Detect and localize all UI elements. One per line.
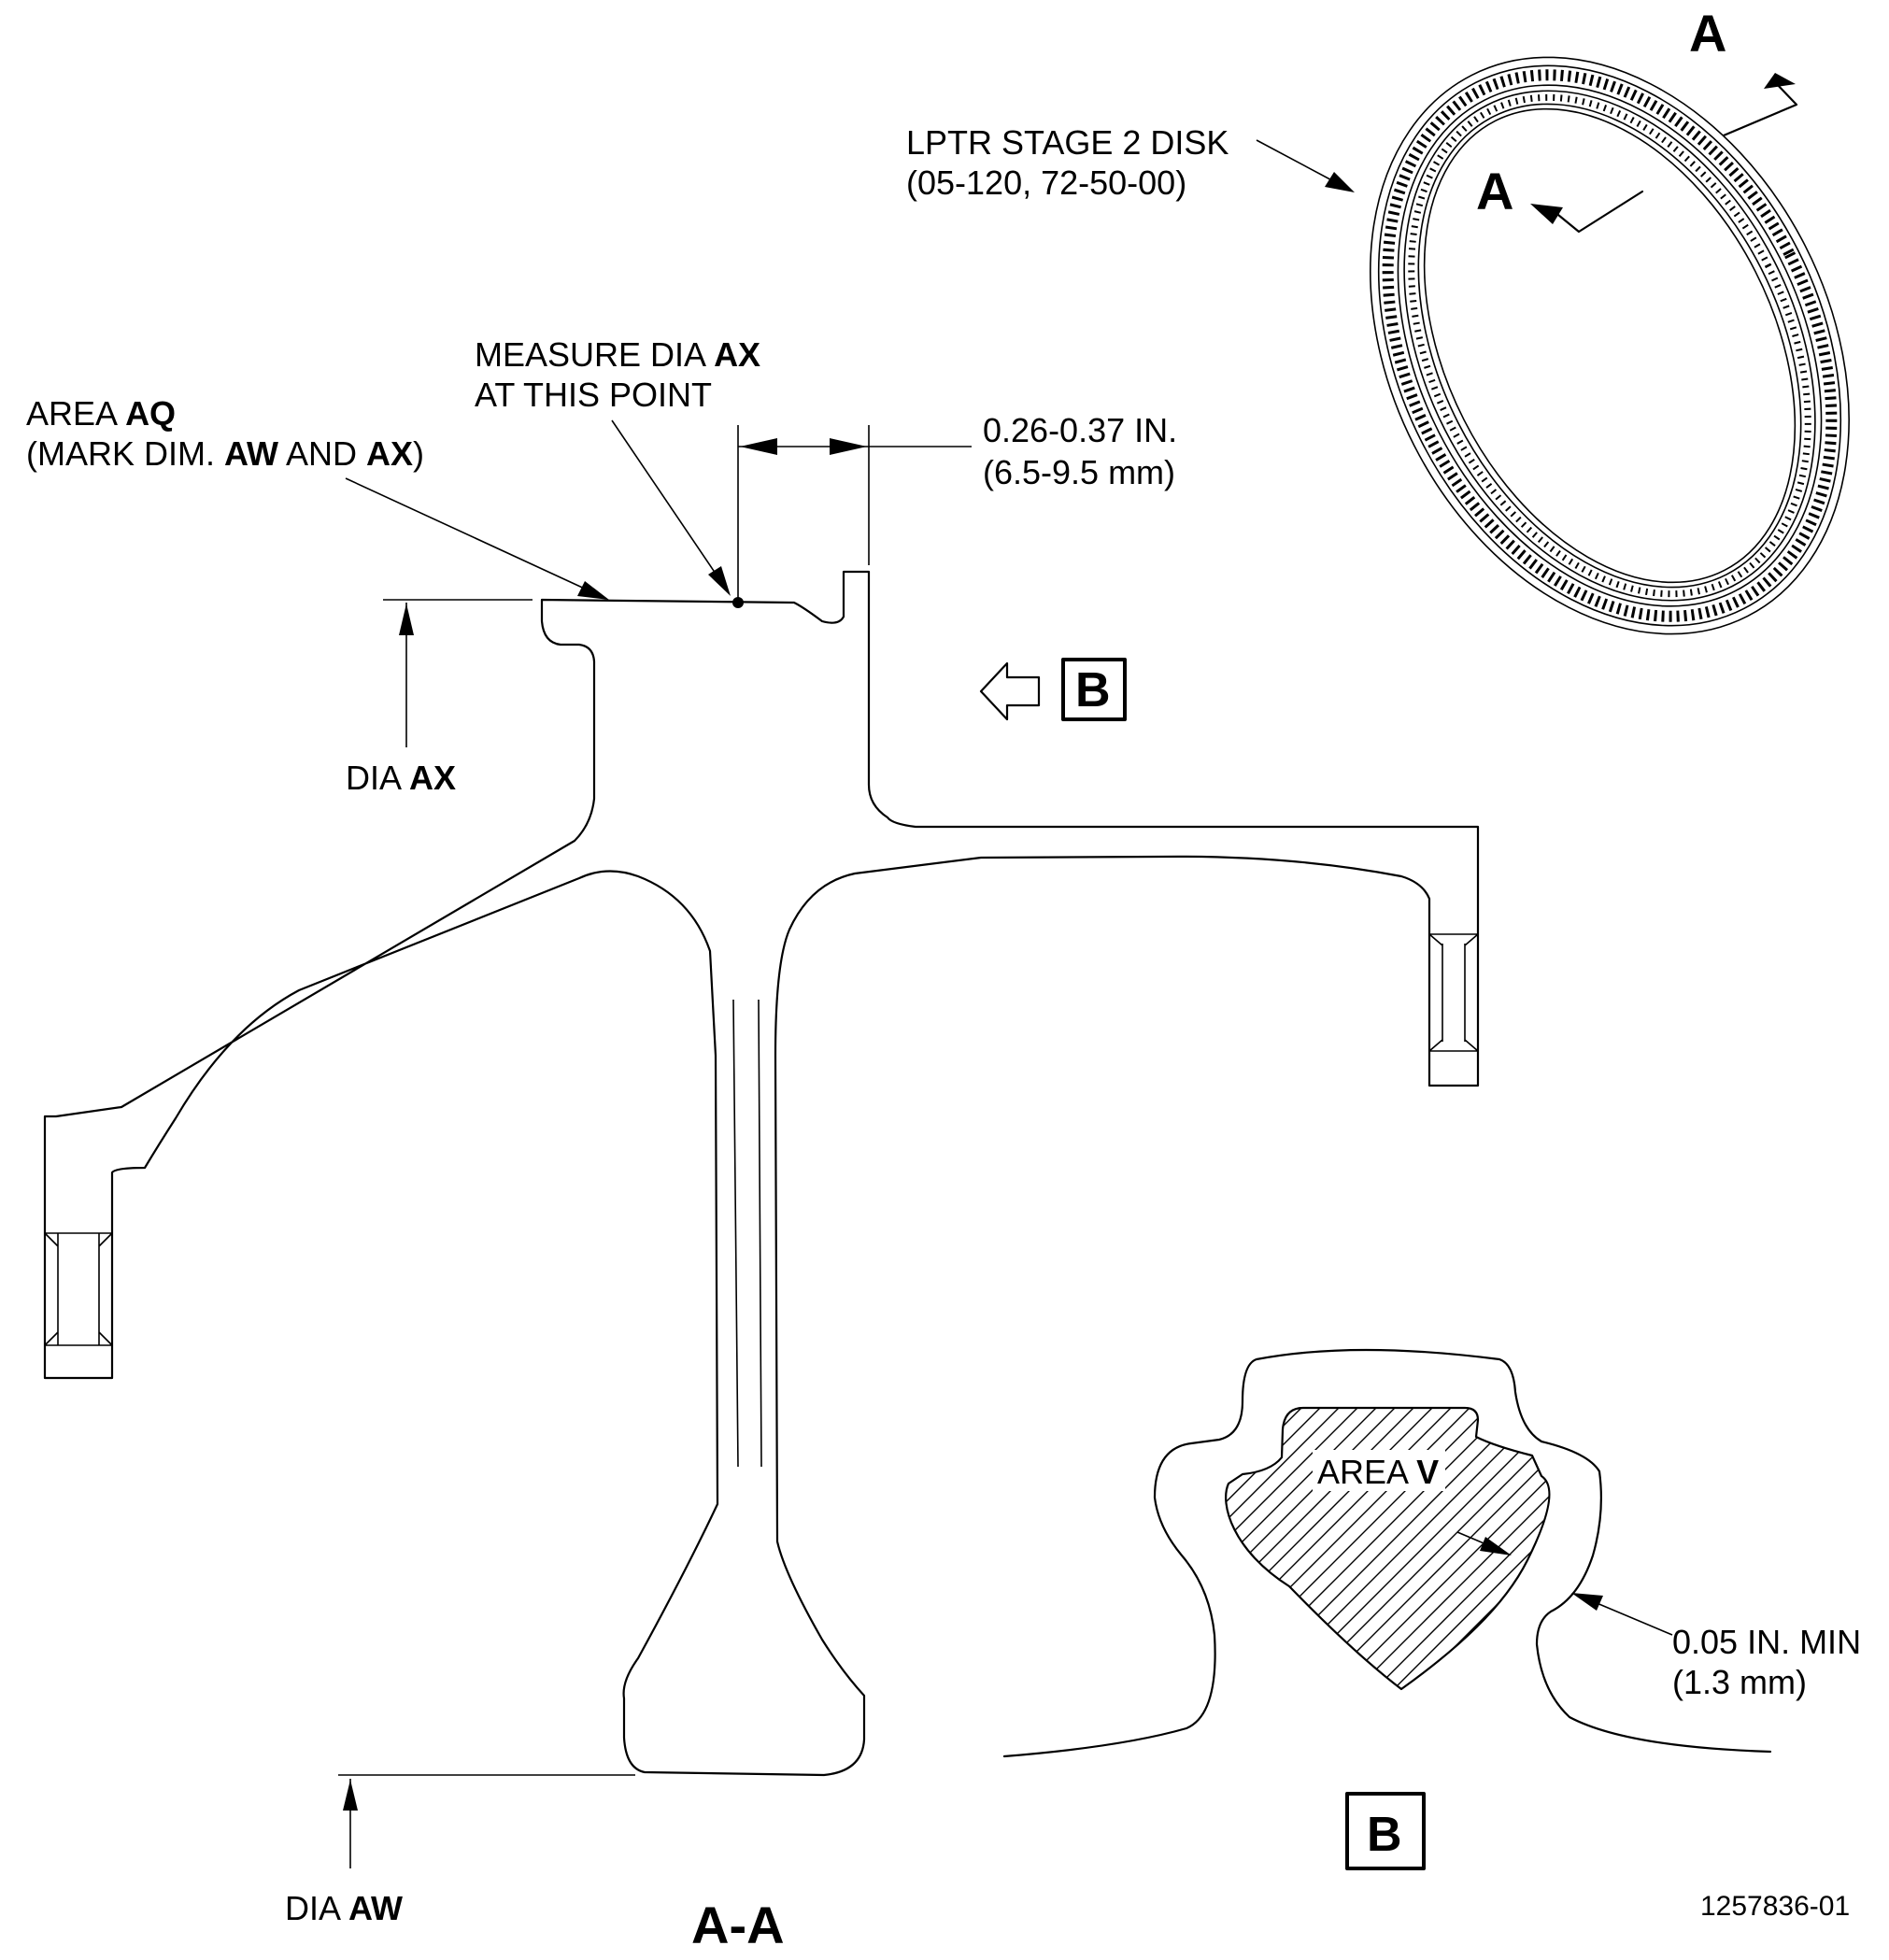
- disk-inner-rim: [1397, 84, 1823, 607]
- measure-label-line1: MEASURE DIA AX: [475, 335, 760, 374]
- dimension-mm: (6.5-9.5 mm): [983, 453, 1175, 491]
- view-b-arrow-letter: B: [1075, 663, 1111, 717]
- disk-bore: [1417, 103, 1802, 589]
- view-b-box: [1345, 1792, 1426, 1870]
- disk-leader-line: [1256, 139, 1342, 186]
- dia-aw-label: DIA AW: [285, 1889, 403, 1927]
- area-aq-label: AREA AQ: [26, 394, 176, 433]
- left-arm-pocket: [44, 1232, 113, 1346]
- section-letter-a-top: A: [1689, 4, 1726, 63]
- disk-label-line1: LPTR STAGE 2 DISK: [906, 123, 1229, 162]
- view-b-arrow-icon: [979, 661, 1041, 721]
- section-aa-profile: [43, 570, 1480, 1777]
- view-b-slot-outline: [1002, 1348, 1772, 1758]
- section-cut-lower: [1556, 190, 1644, 234]
- area-aq-mark-label: (MARK DIM. AW AND AX): [26, 434, 424, 473]
- disk-inner-edge: [1403, 90, 1816, 602]
- disk-outer-rim: [1370, 56, 1850, 635]
- area-v-label: AREA V: [1317, 1453, 1439, 1491]
- section-aa-web-inner: [732, 999, 762, 1468]
- right-arm-pocket: [1428, 933, 1479, 1052]
- view-b-arrow-indicator: [979, 658, 1127, 721]
- measure-point-dot: [732, 597, 744, 608]
- figure-number: 1257836-01: [1700, 1891, 1850, 1922]
- dimension-inches: 0.26-0.37 IN.: [983, 411, 1177, 449]
- disk-bore-edge: [1423, 107, 1797, 584]
- min-clearance-inches: 0.05 IN. MIN: [1672, 1623, 1861, 1661]
- dimension-0-26-0-37: [737, 425, 972, 598]
- area-aq-leader-line: [345, 477, 589, 591]
- dia-ax-dimension: [383, 599, 533, 747]
- section-letter-a-left: A: [1476, 162, 1513, 220]
- section-aa-title: A-A: [691, 1896, 785, 1954]
- dia-ax-label: DIA AX: [346, 759, 456, 797]
- section-cut-upper: [1722, 80, 1798, 137]
- disk-rim-edge: [1377, 64, 1842, 627]
- area-v-hatched-region: [1225, 1406, 1551, 1691]
- disk-blade-slots: [1382, 69, 1838, 622]
- measure-label-line2: AT THIS POINT: [475, 376, 712, 414]
- disk-inner-teeth: [1408, 93, 1811, 598]
- disk-label-line2: (05-120, 72-50-00): [906, 163, 1186, 202]
- measure-leader-line: [611, 419, 718, 577]
- min-clearance-mm: (1.3 mm): [1672, 1663, 1807, 1701]
- disk-illustration: [1370, 56, 1850, 635]
- dia-aw-dimension: [338, 1774, 635, 1868]
- view-b-box-letter: B: [1367, 1808, 1402, 1862]
- section-cut-line: [1530, 73, 1798, 234]
